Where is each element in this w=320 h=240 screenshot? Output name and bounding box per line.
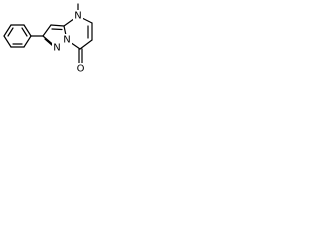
phenyl-ring [3,24,32,48]
bond [23,35,32,48]
chemical-structure: N N N O [3,3,93,75]
bond [79,39,93,50]
bond [42,24,52,37]
nitrogen-label: N [74,11,81,22]
double-bond-inner [51,28,63,31]
bond [3,35,12,48]
double-bond-inner [44,38,54,47]
bond [50,24,65,27]
bond [3,24,12,37]
atom-ring-fusion-nitrogen: N [62,34,72,46]
double-bond-inner [21,27,28,37]
atom-pyrazole-nitrogen: N [52,42,62,54]
nitrogen-label: N [63,35,70,46]
atom-methyl-nitrogen: N [73,10,83,22]
nitrogen-label: N [53,43,60,54]
bond [23,24,32,37]
oxygen-label: O [77,64,85,75]
double-bond-inner [7,27,14,37]
atom-carbonyl-oxygen: O [75,63,86,75]
